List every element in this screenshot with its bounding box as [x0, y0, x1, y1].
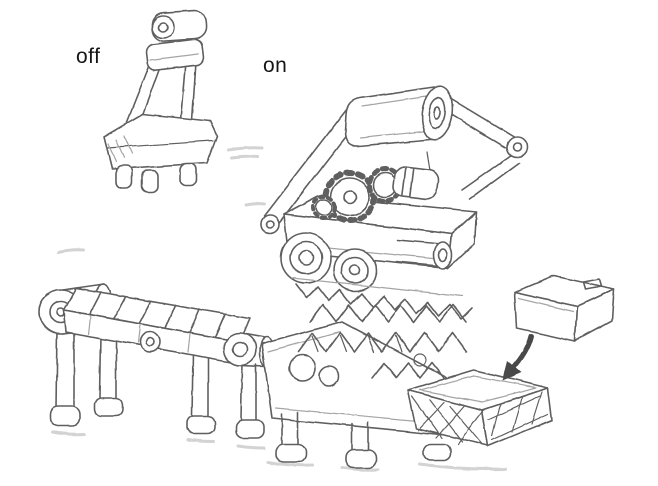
output-basket-sketch [407, 369, 553, 461]
conveyor-belt-sketch [38, 283, 275, 439]
arrow-annotation [502, 333, 534, 381]
machine-on-sketch [260, 85, 528, 469]
machine-off-sketch [103, 10, 218, 193]
material-box-sketch [514, 275, 615, 342]
label-on: on [263, 54, 288, 77]
label-off: off [76, 45, 101, 68]
